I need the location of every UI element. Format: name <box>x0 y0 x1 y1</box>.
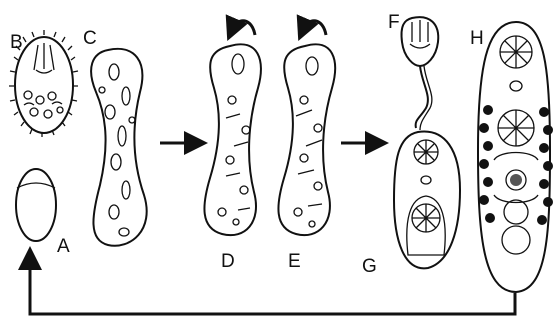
cell-h <box>478 22 553 292</box>
cell-f <box>401 17 438 130</box>
label-c: C <box>83 28 97 49</box>
rotation-arrow-e <box>303 21 326 35</box>
cell-e <box>278 44 335 235</box>
rotation-arrow-d <box>232 21 255 35</box>
label-d: D <box>221 251 235 272</box>
label-b: B <box>10 32 23 53</box>
cell-g <box>394 132 460 269</box>
cell-a <box>16 169 56 241</box>
label-f: F <box>388 12 400 33</box>
label-h: H <box>470 28 484 49</box>
cell-c <box>91 49 147 246</box>
cell-d <box>204 44 261 235</box>
label-g: G <box>362 256 377 277</box>
label-e: E <box>288 251 301 272</box>
return-loop-arrow <box>30 258 515 314</box>
label-a: A <box>57 236 70 257</box>
